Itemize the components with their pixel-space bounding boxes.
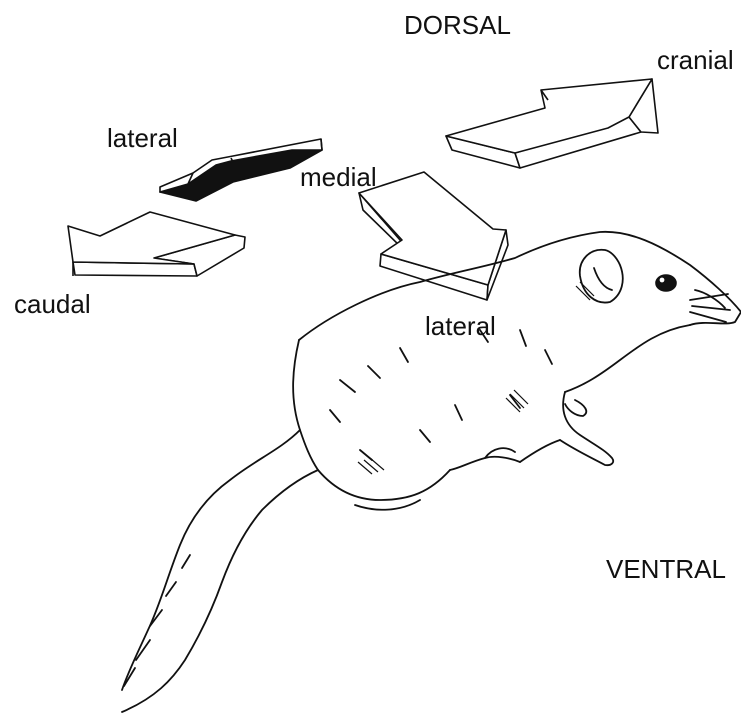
arrow-medial-lateral-icon [359, 172, 508, 300]
label-ventral: VENTRAL [606, 556, 726, 582]
arrow-cranial-icon [446, 79, 658, 168]
label-lateral-top: lateral [107, 125, 178, 151]
arrow-caudal-icon [68, 212, 245, 276]
rodent-eye-highlight-icon [660, 278, 665, 283]
arrow-lateral-medial-icon [160, 139, 322, 201]
label-dorsal: DORSAL [404, 12, 511, 38]
rodent-illustration [122, 232, 741, 712]
label-caudal: caudal [14, 291, 91, 317]
label-medial: medial [300, 164, 377, 190]
label-lateral-center: lateral [425, 313, 496, 339]
label-cranial: cranial [657, 47, 734, 73]
rodent-eye-icon [656, 275, 676, 291]
